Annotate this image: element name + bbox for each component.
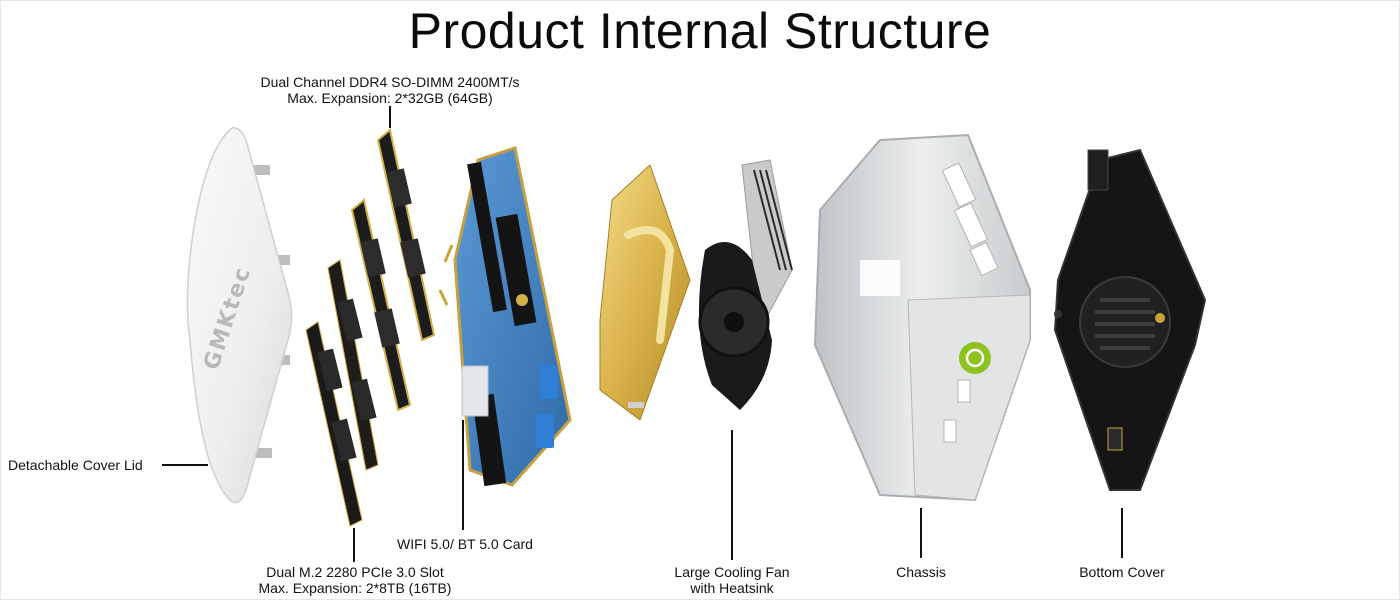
motherboard-illustration [438, 146, 572, 487]
wifi-label: WIFI 5.0/ BT 5.0 Card [397, 536, 533, 552]
ram-callout-line [389, 106, 391, 128]
cover-lid-illustration: GMKtec [186, 127, 293, 504]
chassis-callout-line [920, 508, 922, 558]
heatpipe-illustration [599, 164, 691, 421]
chassis-label: Chassis [896, 564, 946, 580]
bottom-cover-label: Bottom Cover [1079, 564, 1165, 580]
page-title: Product Internal Structure [408, 3, 992, 59]
ssd-label-line2: Max. Expansion: 2*8TB (16TB) [258, 580, 452, 596]
ssd-sticks-illustration [305, 259, 379, 527]
wifi-callout-line [462, 420, 464, 530]
ssd-callout-line [353, 528, 355, 562]
ram-label-line1: Dual Channel DDR4 SO-DIMM 2400MT/s [260, 74, 520, 90]
power-button-graphic [959, 342, 991, 374]
chassis-illustration [813, 133, 1031, 502]
fan-label: Large Cooling Fan with Heatsink [650, 564, 814, 596]
fan-callout-line [731, 430, 733, 560]
ram-label-line2: Max. Expansion: 2*32GB (64GB) [287, 90, 493, 106]
fan-heatsink-illustration [698, 159, 793, 410]
bottom-cover-callout-line [1121, 508, 1123, 558]
ssd-label: Dual M.2 2280 PCIe 3.0 Slot Max. Expansi… [215, 564, 495, 596]
cover-lid-label: Detachable Cover Lid [8, 457, 143, 473]
ssd-label-line1: Dual M.2 2280 PCIe 3.0 Slot [266, 564, 444, 580]
fan-label-line1: Large Cooling Fan [674, 564, 790, 580]
ram-sticks-illustration [350, 128, 436, 412]
bottom-cover-illustration [1053, 148, 1207, 491]
fan-label-line2: with Heatsink [690, 580, 774, 596]
ram-label: Dual Channel DDR4 SO-DIMM 2400MT/s Max. … [230, 74, 550, 106]
cover-lid-callout-line [162, 464, 208, 466]
